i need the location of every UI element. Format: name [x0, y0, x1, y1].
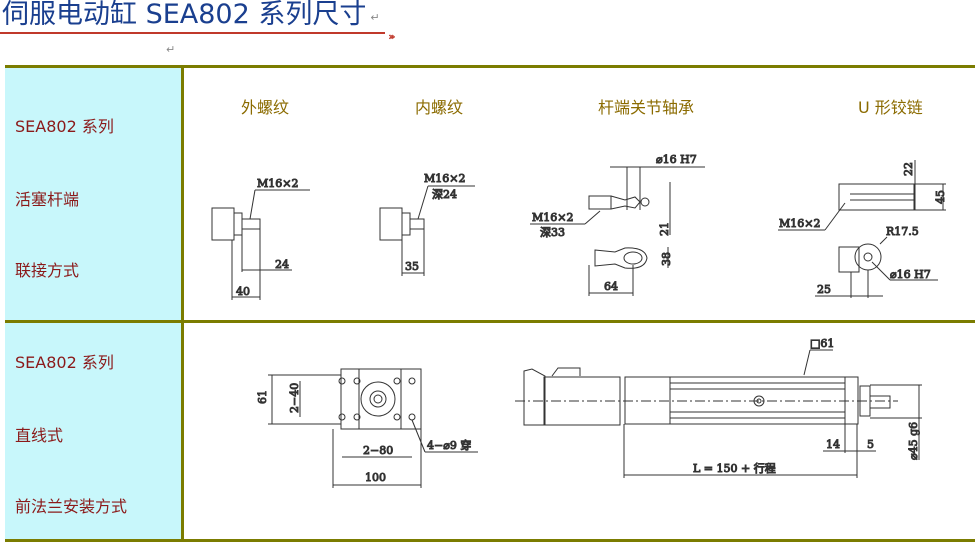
- page-title: 伺服电动缸 SEA802 系列尺寸: [2, 0, 367, 30]
- dim: 2−40: [288, 383, 301, 413]
- title-underline: [0, 32, 385, 34]
- internal-thread-drawing: [379, 185, 475, 276]
- header-u-clevis: U 形铰链: [858, 98, 923, 117]
- dim: 61: [256, 390, 269, 404]
- table-border: [181, 65, 184, 542]
- dim: ⌀16 H7: [890, 268, 931, 281]
- header-external-thread: 外螺纹: [241, 98, 290, 117]
- front-flange-drawing: [268, 368, 478, 488]
- dim: M16×2: [424, 172, 465, 185]
- dim: M16×2: [532, 211, 573, 224]
- header-internal-thread: 内螺纹: [415, 98, 464, 117]
- paragraph-mark: ↵: [166, 43, 176, 56]
- dim: 25: [817, 283, 831, 296]
- dim: 35: [405, 260, 419, 273]
- dim: 24: [275, 258, 289, 271]
- dim: 14: [826, 438, 840, 451]
- row1-label: 联接方式: [15, 261, 80, 280]
- dim: □61: [810, 337, 834, 350]
- u-clevis-drawing: [778, 160, 946, 298]
- header-rod-end-bearing: 杆端关节轴承: [598, 98, 695, 117]
- dim: 深24: [432, 188, 457, 201]
- dim: ⌀45 g6: [907, 422, 920, 460]
- dim: 22: [902, 162, 915, 176]
- table-border: [5, 539, 975, 542]
- chevron-decoration-icon: ›››: [388, 30, 395, 43]
- rod-end-bearing-drawing: [530, 166, 705, 296]
- table-border: [5, 65, 975, 68]
- dim: 100: [365, 471, 386, 484]
- dim: 45: [934, 190, 947, 204]
- dim: 深33: [540, 226, 565, 239]
- dim: 21: [658, 222, 671, 236]
- row2-label: 直线式: [15, 426, 64, 445]
- dim: 4−⌀9 穿: [427, 438, 471, 452]
- row1-label-cell: [5, 68, 182, 320]
- cylinder-side-drawing: [515, 349, 922, 478]
- dim: 38: [660, 252, 673, 266]
- dim: R17.5: [886, 225, 919, 238]
- external-thread-drawing: [211, 189, 310, 300]
- row1-label: 活塞杆端: [15, 190, 80, 209]
- dim: 2−80: [363, 444, 393, 457]
- title-bar: 伺服电动缸 SEA802 系列尺寸 ↵: [2, 0, 380, 30]
- paragraph-mark: ↵: [370, 11, 380, 24]
- dim: 64: [604, 280, 618, 293]
- dim: ⌀16 H7: [656, 153, 697, 166]
- dim: 5: [867, 438, 874, 451]
- dim: M16×2: [257, 177, 298, 190]
- dim: L = 150 + 行程: [693, 462, 776, 475]
- row2-label-cell: [5, 323, 182, 540]
- row2-label: SEA802 系列: [15, 353, 114, 372]
- dim: 40: [236, 285, 250, 298]
- dim: M16×2: [779, 217, 820, 230]
- row1-label: SEA802 系列: [15, 117, 114, 136]
- row2-label: 前法兰安装方式: [15, 497, 128, 516]
- table-border: [5, 320, 975, 323]
